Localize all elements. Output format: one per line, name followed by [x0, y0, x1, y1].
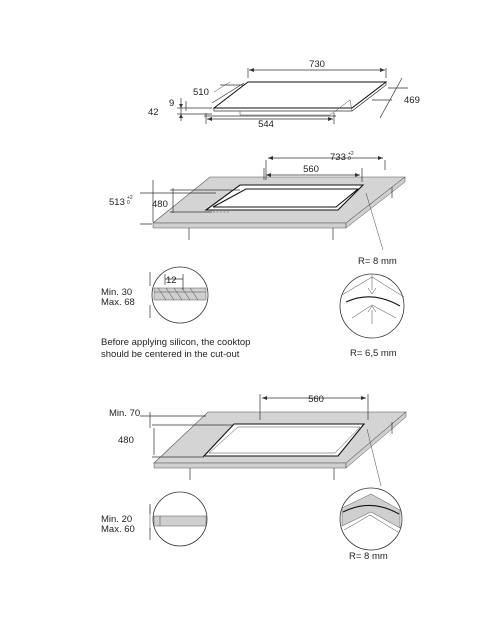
cutout-2-thickness-detail — [149, 491, 208, 547]
cutout-1-inner-width-label: 560 — [303, 164, 319, 175]
cutout-1-inner-depth-label: 480 — [152, 199, 168, 210]
cutout-2-min-thickness-label: Min. 20 — [101, 514, 132, 525]
cooktop-glass — [212, 81, 388, 109]
cutout-2-diagram: 560 Min. 70 480 R= 8 mm Min. 20 Max. 60 — [101, 394, 407, 562]
cutout-1-outer-depth-tol-bottom: 0 — [127, 200, 130, 206]
cutout-2-min-edge-label: Min. 70 — [109, 408, 140, 419]
cutout-1-thickness-detail — [149, 266, 209, 324]
cooktop-depth-label: 510 — [193, 87, 209, 98]
cutout-2-corner-radius: R= 8 mm — [349, 551, 388, 562]
centering-note-line2: should be centered in the cut-out — [101, 349, 240, 360]
cutout-1-max-thickness-label: Max. 68 — [101, 297, 135, 308]
cutout-1-outer-depth-tol-top: +2 — [127, 195, 133, 201]
cutout-1-outer-width-label: 733 — [330, 152, 346, 163]
cutout-1-min-thickness-label: Min. 30 — [101, 287, 132, 298]
cooktop-glass-height-label: 9 — [169, 98, 174, 109]
cooktop-total-height-label: 42 — [148, 107, 159, 118]
cutout-1-diagram: 733 +2 0 560 513 +2 0 480 R= 8 mm R= 6,5… — [101, 151, 406, 360]
cutout-2-inner-depth-label: 480 — [118, 435, 134, 446]
cooktop-front-width-label: 544 — [258, 119, 274, 130]
cooktop-dimensions: 730 510 469 544 42 9 — [148, 59, 420, 130]
cutout-1-corner-radius-bottom: R= 6,5 mm — [350, 348, 397, 359]
centering-note-line1: Before applying silicon, the cooktop — [101, 337, 250, 348]
cutout-2-opening — [202, 423, 366, 457]
cutout-2-corner-detail — [339, 487, 403, 551]
cutout-1-corner-detail — [339, 273, 405, 339]
cutout-1-opening — [212, 188, 360, 208]
cooktop-side-depth-label: 469 — [404, 95, 420, 106]
cooktop-width-label: 730 — [309, 59, 325, 70]
cutout-2-max-thickness-label: Max. 60 — [101, 524, 135, 535]
cutout-1-outer-width-tol-bottom: 0 — [348, 156, 351, 162]
cutout-1-outer-width-tol-top: +2 — [348, 151, 354, 157]
cutout-1-corner-radius-top: R= 8 mm — [358, 256, 397, 267]
cutout-1-outer-depth-label: 513 — [109, 197, 125, 208]
cutout-2-inner-width-label: 560 — [308, 394, 324, 405]
cutout-1-step-width-label: 12 — [166, 275, 177, 286]
